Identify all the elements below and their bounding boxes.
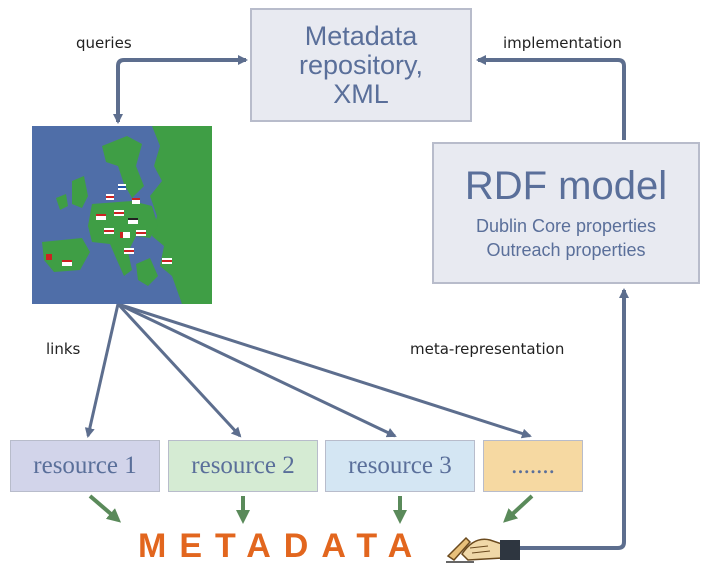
metadata-arrow-4	[503, 494, 534, 523]
resource-box-1: resource 1	[10, 440, 160, 492]
europe-map-icon	[32, 126, 212, 304]
implementation-arrow	[476, 55, 626, 140]
repository-line-1: Metadata	[304, 20, 418, 51]
queries-label: queries	[76, 34, 132, 52]
rdf-model-box: RDF model Dublin Core properties Outreac…	[432, 142, 700, 284]
metadata-arrow-1	[88, 494, 122, 523]
resource-box-2: resource 2	[168, 440, 318, 492]
repository-line-3: XML	[333, 78, 389, 109]
link-arrow-3	[117, 302, 397, 438]
link-arrow-1	[84, 303, 120, 438]
country-flags	[46, 184, 172, 266]
rdf-property-line-2: Outreach properties	[486, 240, 646, 260]
links-label: links	[46, 340, 81, 358]
resource-box-more: .......	[483, 440, 583, 492]
queries-arrow	[116, 55, 248, 118]
metadata-title: METADATA	[138, 527, 426, 565]
implementation-label: implementation	[503, 34, 622, 52]
meta-representation-arrow	[518, 288, 629, 550]
resource-box-3: resource 3	[325, 440, 475, 492]
link-arrow-2	[116, 302, 242, 438]
repository-line-2: repository,	[298, 49, 424, 80]
rdf-model-title: RDF model	[464, 164, 668, 208]
metadata-repository-box: Metadata repository, XML	[250, 8, 472, 122]
writing-hand-icon	[446, 536, 520, 563]
meta-representation-label: meta-representation	[410, 340, 565, 358]
link-arrow-4	[117, 302, 532, 439]
rdf-property-line-1: Dublin Core properties	[475, 216, 657, 236]
